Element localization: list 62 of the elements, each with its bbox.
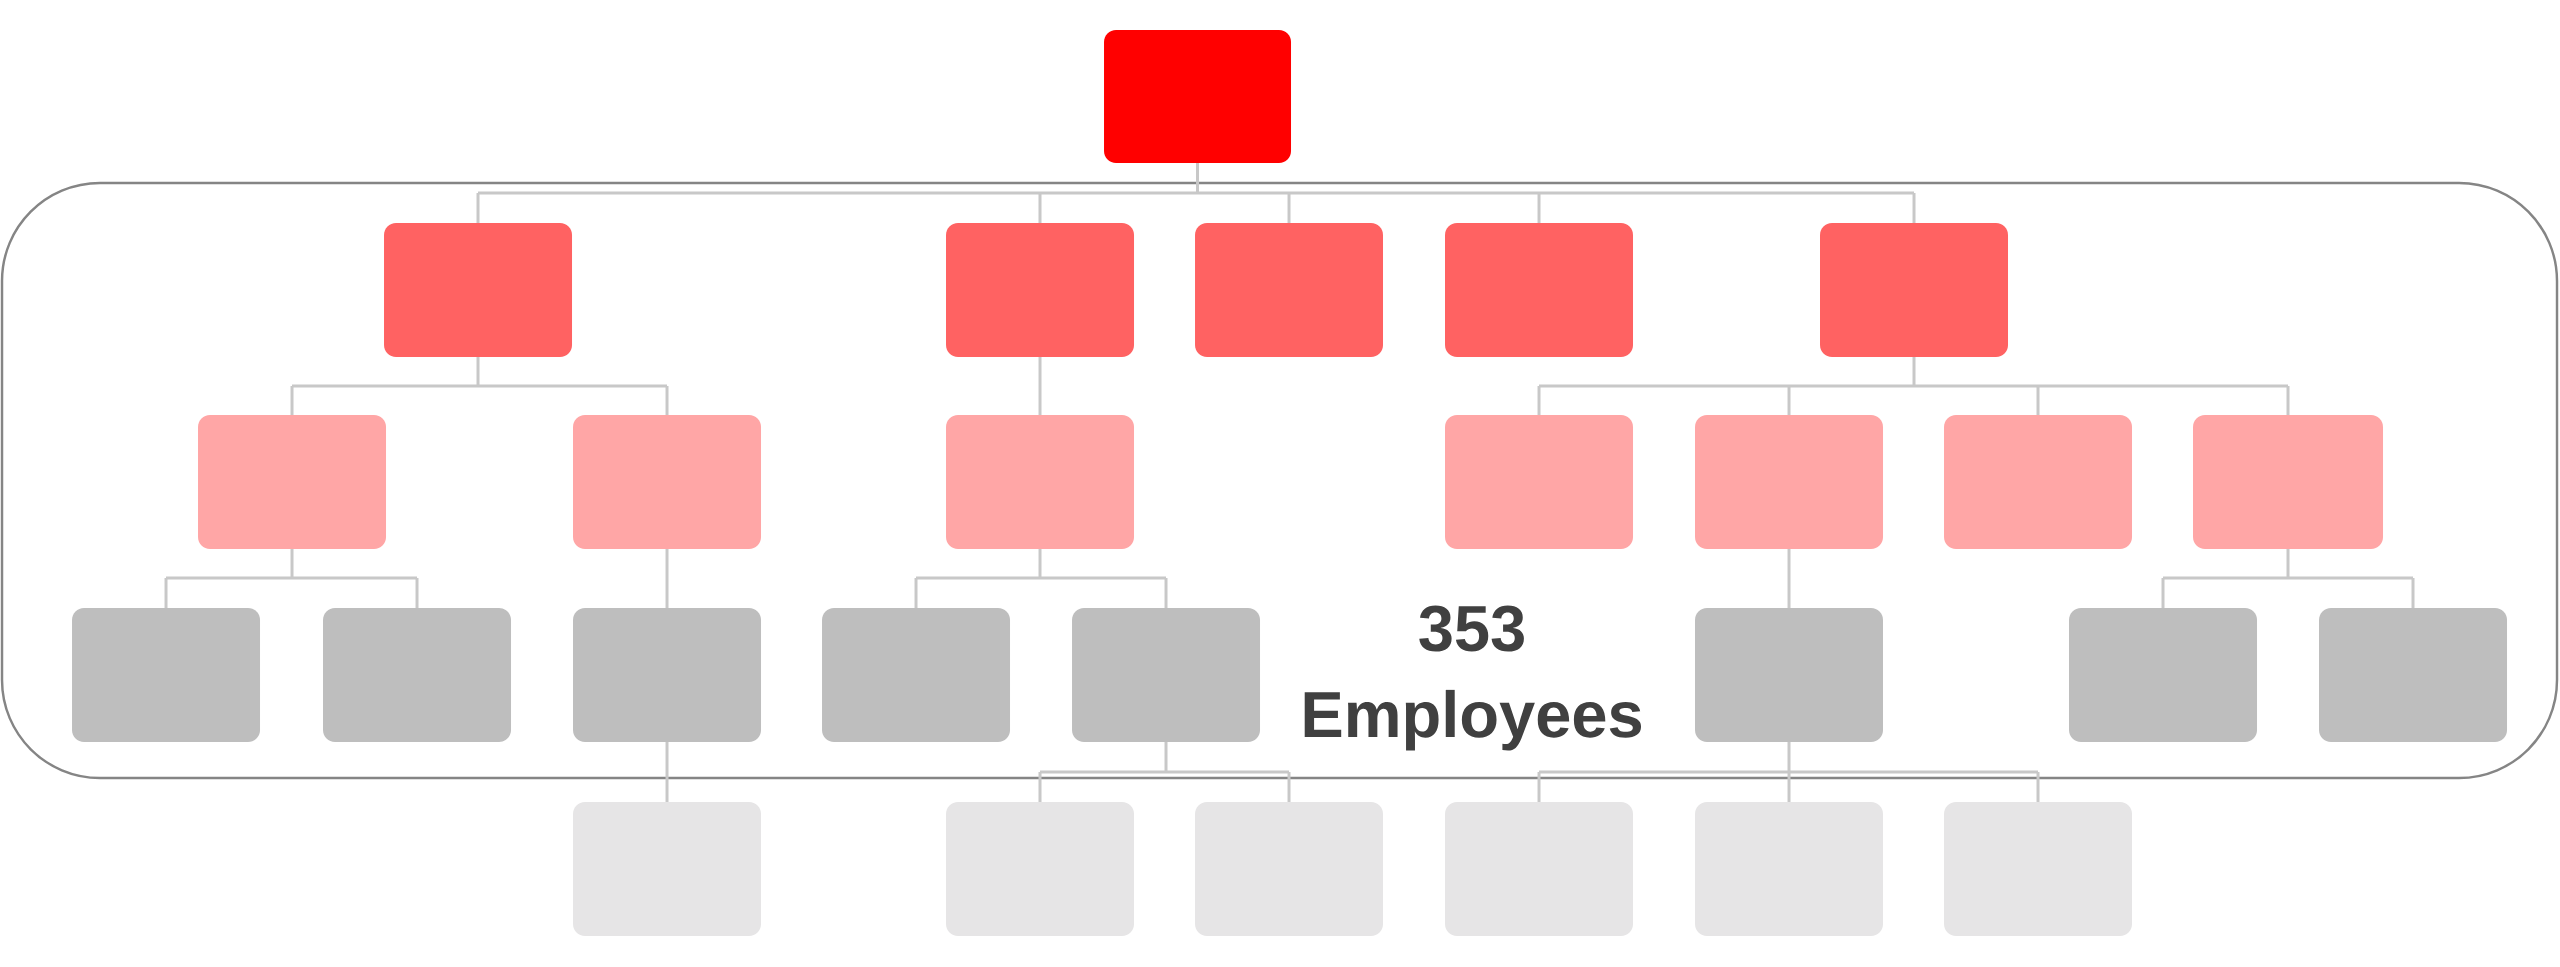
org-chart-box: [573, 608, 761, 742]
org-chart-box: [1944, 415, 2132, 549]
org-chart-box: [198, 415, 386, 549]
org-chart-box: [2319, 608, 2507, 742]
connector-line: [2161, 547, 2415, 580]
connector-line: [665, 742, 669, 802]
org-chart-box: [1820, 223, 2008, 357]
connector-line: [1038, 740, 1291, 774]
connector-line: [1287, 193, 1291, 223]
org-chart-box: [946, 223, 1134, 357]
connector-line: [1537, 772, 1541, 802]
connector-line: [476, 193, 480, 223]
org-chart-box: [2069, 608, 2257, 742]
connector-line: [665, 386, 669, 415]
connector-line: [1537, 355, 2290, 388]
org-chart-box: [573, 415, 761, 549]
connector-line: [164, 547, 419, 580]
connector-line: [1537, 386, 1541, 415]
org-chart-box: [1695, 802, 1883, 936]
org-chart-box: [2193, 415, 2383, 549]
connector-line: [290, 355, 669, 388]
org-chart-box: [323, 608, 511, 742]
org-chart-box: [1104, 30, 1291, 163]
connector-line: [2411, 578, 2415, 608]
connector-line: [2036, 386, 2040, 415]
org-chart-box: [384, 223, 572, 357]
org-chart-box: [1445, 415, 1633, 549]
org-chart-box: [1695, 415, 1883, 549]
org-chart-box: [72, 608, 260, 742]
org-chart-box: [1944, 802, 2132, 936]
org-chart-box: [1072, 608, 1260, 742]
org-chart-box: [1445, 223, 1633, 357]
connector-line: [2036, 772, 2040, 802]
org-chart-box: [1195, 802, 1383, 936]
org-chart-box: [946, 415, 1134, 549]
org-chart-box: [946, 802, 1134, 936]
connector-line: [1787, 549, 1791, 608]
connector-line: [1537, 193, 1541, 223]
connector-line: [290, 386, 294, 415]
org-chart-box: [822, 608, 1010, 742]
connector-line: [914, 547, 1168, 580]
org-chart-box: [1695, 608, 1883, 742]
connector-line: [476, 161, 1916, 195]
connector-line: [1537, 740, 2040, 774]
org-chart-box: [1195, 223, 1383, 357]
connector-line: [914, 578, 918, 608]
connector-line: [1038, 193, 1042, 223]
connector-line: [1912, 193, 1916, 223]
connector-line: [2286, 386, 2290, 415]
connector-line: [164, 578, 168, 608]
connector-line: [1038, 772, 1042, 802]
org-chart-box: [1445, 802, 1633, 936]
connector-line: [1287, 772, 1291, 802]
connector-line: [1787, 386, 1791, 415]
connector-line: [415, 578, 419, 608]
connector-line: [2161, 578, 2165, 608]
org-chart-box: [573, 802, 761, 936]
connector-line: [1787, 772, 1791, 802]
connector-line: [1164, 578, 1168, 608]
employee-count: 353 Employees: [1304, 605, 1641, 751]
connector-line: [665, 549, 669, 608]
connector-line: [1038, 357, 1042, 415]
